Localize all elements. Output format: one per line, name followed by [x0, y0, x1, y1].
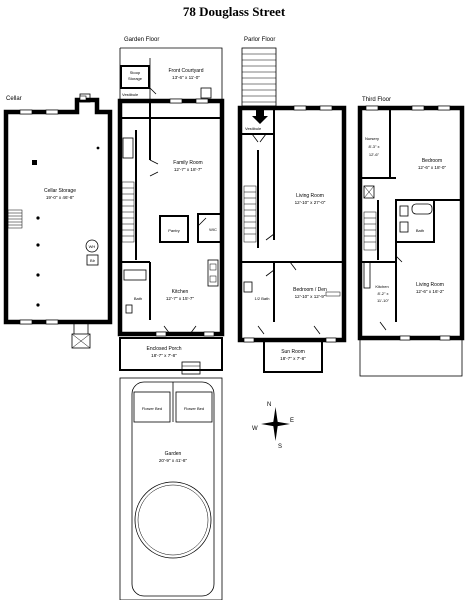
garden-stair [121, 181, 135, 243]
windows [19, 98, 451, 343]
compass-s: S [278, 444, 282, 450]
living-room-parlor-dim: 12'-10" x 27'-0" [295, 200, 326, 205]
page-title: 78 Douglass Street [183, 4, 286, 19]
bedroom-third-dim: 12'-6" x 18'-0" [418, 165, 447, 170]
water-heater-label: WH [89, 244, 96, 249]
stoop-storage-label-2: Storage [128, 76, 143, 81]
cellar-stair [7, 209, 23, 229]
living-room-parlor-label: Living Room [296, 193, 324, 199]
nursery-dim-2: 12'-6" [369, 152, 380, 157]
garden-dim: 20'-9" x 41'-8" [159, 458, 188, 463]
garden-yard: Flower Bed Flower Bed Garden 20'-9" x 41… [119, 377, 223, 600]
kitchen-third-label: Kitchen [375, 284, 388, 289]
garden-floor-plan: Garden Floor Stoop Storage Front Courtya… [117, 37, 225, 375]
family-room-label: Family Room [173, 160, 202, 166]
boiler-label: Blr [90, 258, 96, 263]
bath-garden-label: Bath [134, 296, 142, 301]
living-room-third-dim: 12'-6" x 16'-2" [416, 289, 445, 294]
kitchen-third-dim-2: 11'-10" [377, 298, 390, 303]
parlor-floor-plan: Parlor Floor Vestibule [237, 37, 347, 373]
flower-bed-1-label: Flower Bed [142, 406, 162, 411]
enclosed-porch-dim: 18'-7" x 7'-8" [151, 353, 177, 358]
compass-n: N [267, 402, 271, 408]
compass-rose: N S E W [252, 402, 294, 450]
floor-label-garden: Garden Floor [124, 37, 159, 43]
garden-label: Garden [165, 451, 182, 457]
cellar-storage-label: Cellar Storage [44, 188, 76, 194]
wic-label: WIC [209, 227, 217, 232]
kitchen-third-dim-1: 8'-2" x [377, 291, 388, 296]
kitchen-garden-label: Kitchen [172, 289, 189, 295]
sun-room-label: Sun Room [281, 349, 305, 355]
pantry-label: Pantry [168, 228, 180, 233]
third-stair [363, 211, 377, 251]
compass-e: E [290, 418, 294, 424]
third-floor-plan: Third Floor Nursery 8'-3" x 12'-6" Bedro… [357, 97, 465, 377]
enclosed-porch-label: Enclosed Porch [146, 346, 181, 352]
bedroom-den-dim: 12'-10" x 12'-9" [295, 294, 326, 299]
cellar-plan: Cellar Cellar Storage 19'-0" x 46'-8" WH… [3, 93, 113, 349]
floor-label-cellar: Cellar [6, 96, 22, 102]
nursery-dim-1: 8'-3" x [368, 144, 379, 149]
vestibule-parlor-label: Vestibule [245, 126, 262, 131]
compass-w: W [252, 426, 258, 432]
floor-label-parlor: Parlor Floor [244, 37, 275, 43]
cellar-storage-dim: 19'-0" x 46'-8" [46, 195, 75, 200]
entry-arrow-icon [252, 110, 268, 124]
front-courtyard-label: Front Courtyard [168, 68, 203, 74]
flower-bed-2-label: Flower Bed [184, 406, 204, 411]
front-courtyard-dim: 13'-6" x 11'-0" [172, 75, 200, 80]
family-room-dim: 12'-7" x 18'-7" [174, 167, 203, 172]
stoop-storage-label: Stoop [130, 70, 141, 75]
living-room-third-label: Living Room [416, 282, 444, 288]
bedroom-third-label: Bedroom [422, 158, 442, 164]
half-bath-label: 1/2 Bath [255, 296, 270, 301]
floor-label-third: Third Floor [362, 97, 391, 103]
bedroom-den-label: Bedroom / Den [293, 287, 327, 293]
nursery-label: Nursery [365, 136, 379, 141]
bath-third-label: Bath [416, 228, 424, 233]
stoop-stair [241, 47, 277, 107]
vestibule-garden-label: Vestibule [122, 92, 139, 97]
parlor-stair [243, 185, 257, 243]
kitchen-garden-dim: 12'-7" x 15'-7" [166, 296, 195, 301]
sun-room-dim: 18'-7" x 7'-8" [280, 356, 306, 361]
